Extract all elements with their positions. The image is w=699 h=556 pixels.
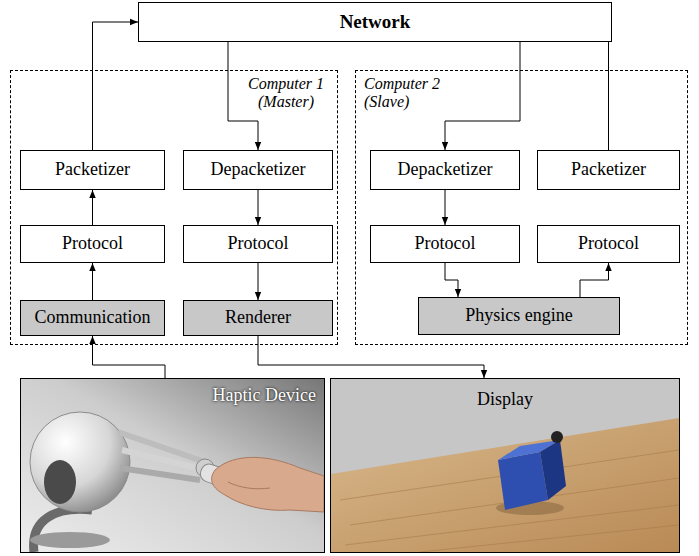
process-box: Protocol	[370, 225, 520, 263]
node-label: Computer 2 (Slave)	[364, 75, 456, 112]
device-face	[44, 460, 76, 504]
arrow-connector	[445, 263, 458, 297]
hand-fingers	[228, 482, 270, 489]
device-arm	[120, 468, 200, 480]
process-box: Protocol	[537, 225, 680, 263]
node-label: Depacketizer	[211, 159, 306, 181]
device-body	[30, 412, 130, 512]
node-label: Haptic Device	[213, 385, 316, 407]
process-box: Protocol	[20, 225, 165, 263]
process-box: Protocol	[183, 225, 333, 263]
arrow-connector	[228, 42, 258, 150]
process-box: Depacketizer	[370, 150, 520, 190]
computer-group: Computer 2 (Slave) Depacketizer Packetizer…	[355, 70, 688, 345]
table-surface	[331, 418, 679, 552]
node-label: Physics engine	[465, 305, 573, 327]
process-box: Depacketizer	[183, 150, 333, 190]
cube-side	[540, 440, 566, 500]
arrow-connector	[258, 336, 484, 378]
module-box: Physics engine	[418, 297, 620, 335]
node-label: Protocol	[62, 233, 123, 255]
arrow-connector	[92, 263, 93, 300]
device-arm	[122, 450, 205, 470]
display-background	[331, 379, 679, 552]
display-panel: Display	[330, 378, 680, 553]
display-render	[331, 379, 679, 552]
computer-group: Computer 1 (Master) Packetizer Depacketize…	[10, 70, 338, 345]
node-label: Communication	[35, 307, 151, 329]
node-label: Display	[331, 389, 679, 411]
cube-face	[498, 452, 548, 510]
node-label: Depacketizer	[398, 159, 493, 181]
arrow-connector	[258, 190, 259, 225]
proxy-sphere	[551, 431, 563, 443]
arrow-connector	[258, 263, 259, 300]
device-panel: Haptic Device	[20, 378, 325, 553]
wood-grain	[340, 450, 679, 552]
node-label: Packetizer	[55, 159, 130, 181]
network-box: Network	[138, 2, 612, 42]
arrow-connector	[93, 22, 139, 150]
arrow-connector	[93, 336, 166, 378]
node-label: Protocol	[415, 233, 476, 255]
module-box: Communication	[20, 300, 165, 336]
haptic-photo	[21, 379, 324, 552]
device-base	[30, 532, 110, 548]
process-box: Packetizer	[537, 150, 680, 190]
arrow-connector	[92, 190, 93, 225]
module-box: Renderer	[183, 300, 333, 336]
node-label: Computer 1 (Master)	[240, 75, 332, 112]
arrow-connector	[445, 190, 446, 225]
node-label: Protocol	[228, 233, 289, 255]
node-label: Renderer	[225, 307, 291, 329]
node-label: Packetizer	[571, 159, 646, 181]
arrow-connector	[445, 42, 520, 150]
arrow-connector	[580, 263, 609, 297]
node-label: Protocol	[578, 233, 639, 255]
node-label: Network	[340, 11, 411, 34]
process-box: Packetizer	[20, 150, 165, 190]
hand	[212, 457, 324, 512]
photo-background	[21, 379, 324, 552]
